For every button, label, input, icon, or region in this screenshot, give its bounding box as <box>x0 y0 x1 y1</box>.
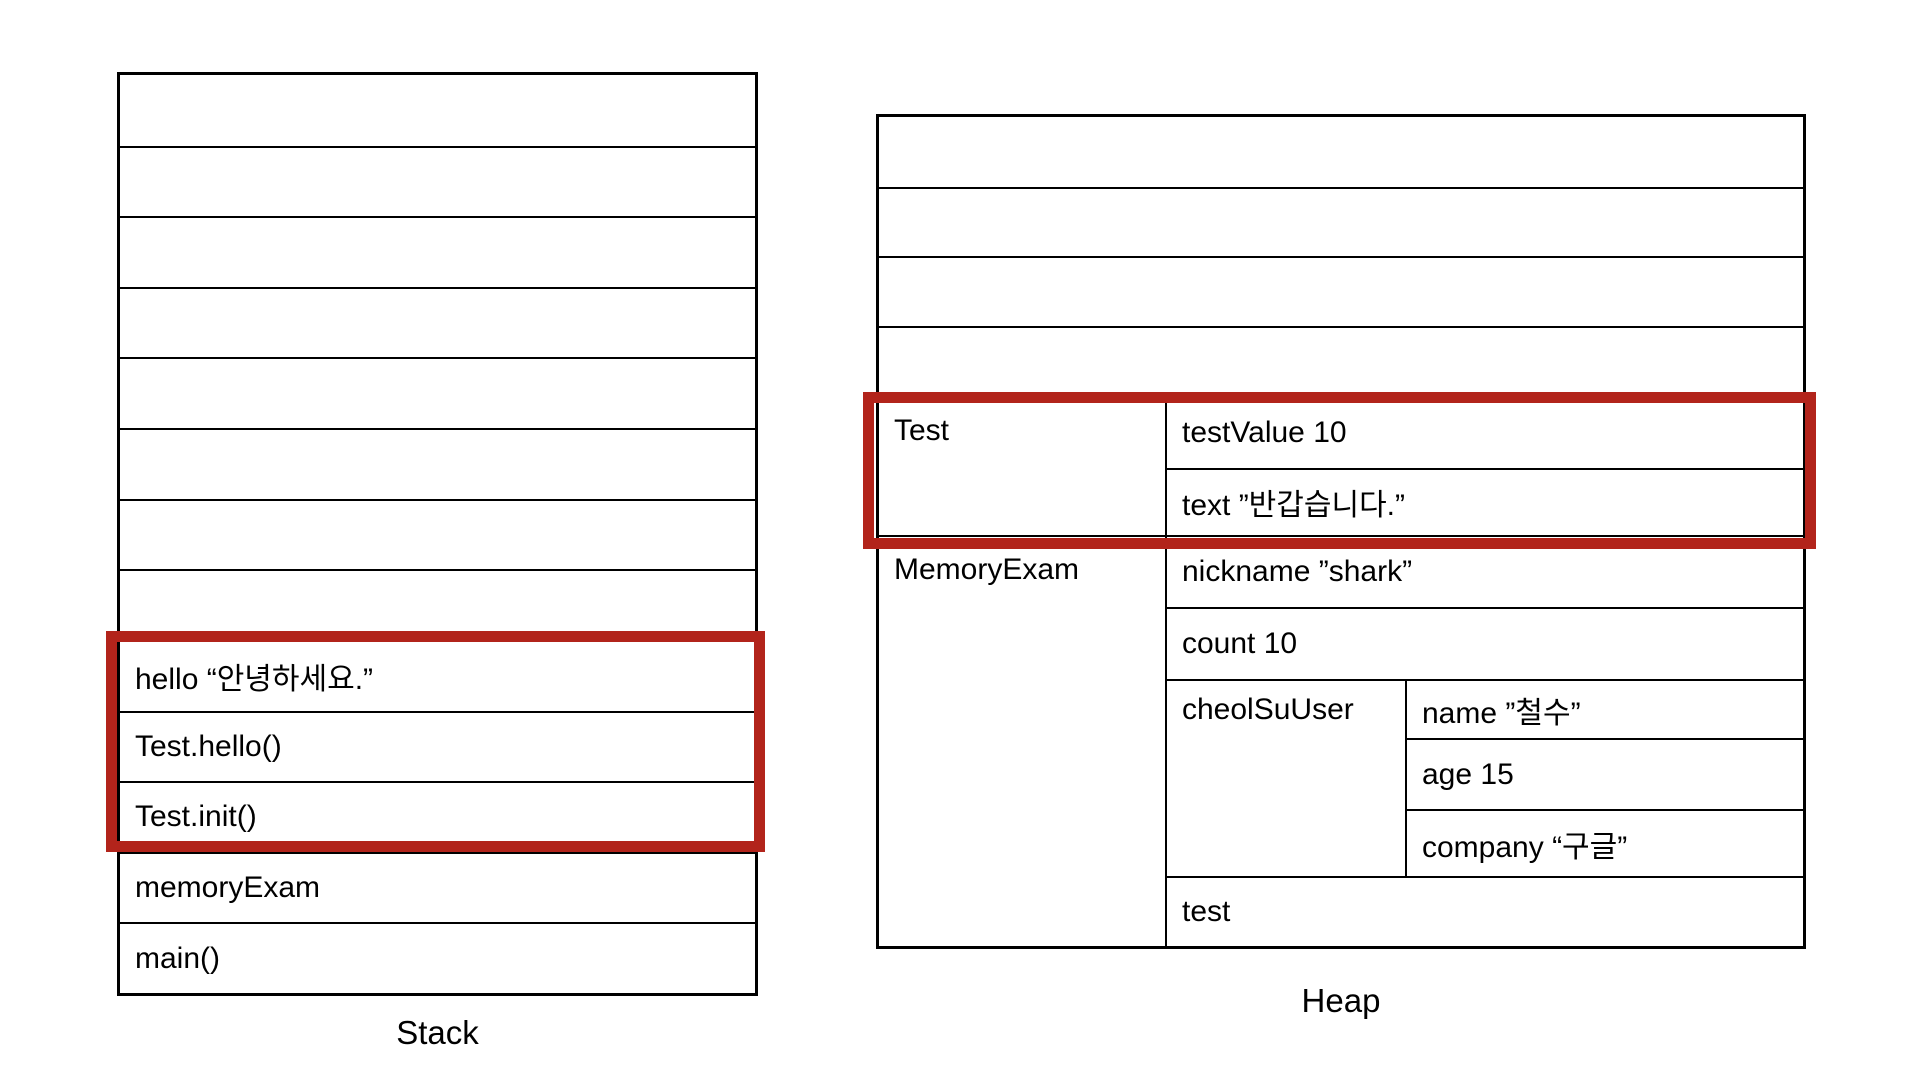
stack-caption: Stack <box>396 1014 479 1051</box>
stack-frame-test-hello: Test.hello() <box>120 710 755 782</box>
heap-field-text: text ”반갑습니다.” <box>1167 467 1803 535</box>
heap-nested-object-cheolsuuser: cheolSuUser name ”철수” age 15 company “구글… <box>1167 679 1803 876</box>
stack-empty-row <box>120 428 755 499</box>
heap-field-count: count 10 <box>1167 607 1803 679</box>
stack-frame-main: main() <box>120 922 755 993</box>
heap-table: Test testValue 10 text ”반갑습니다.” MemoryEx… <box>876 114 1806 949</box>
heap-field-name: name ”철수” <box>1422 696 1581 730</box>
stack-empty-row <box>120 286 755 358</box>
heap-object-memoryexam-name: MemoryExam <box>879 537 1167 946</box>
heap-object-memoryexam-fields: nickname ”shark” count 10 cheolSuUser na… <box>1167 537 1803 946</box>
stack-frame-test-init: Test.init() <box>120 781 755 852</box>
heap-field-age: age 15 <box>1407 738 1803 809</box>
heap-field-company: company “구글” <box>1407 809 1803 876</box>
stack-empty-row <box>120 357 755 428</box>
stack-empty-row <box>120 75 755 146</box>
stack-empty-row <box>120 569 755 640</box>
heap-field-testvalue: testValue 10 <box>1182 415 1347 449</box>
heap-object-test-fields: testValue 10 text ”반갑습니다.” <box>1167 398 1803 535</box>
stack-empty-row <box>120 498 755 570</box>
heap-object-test: Test testValue 10 text ”반갑습니다.” <box>879 395 1803 535</box>
heap-object-memoryexam: MemoryExam nickname ”shark” count 10 che… <box>879 535 1803 946</box>
heap-empty-row <box>879 117 1803 187</box>
heap-field-nickname: nickname ”shark” <box>1182 555 1413 588</box>
heap-empty-row <box>879 256 1803 326</box>
stack-frame-memoryexam: memoryExam <box>120 851 755 923</box>
stack-empty-row <box>120 145 755 217</box>
stack-table: hello “안녕하세요.” Test.hello() Test.init() … <box>117 72 758 996</box>
heap-empty-row <box>879 186 1803 257</box>
stack-frame-hello: hello “안녕하세요.” <box>120 639 755 711</box>
heap-empty-row <box>879 326 1803 396</box>
heap-object-test-name: Test <box>879 397 1167 535</box>
heap-field-test: test <box>1167 876 1803 946</box>
heap-caption: Heap <box>1301 982 1381 1019</box>
stack-empty-row <box>120 216 755 287</box>
heap-nested-object-name: cheolSuUser <box>1167 681 1407 876</box>
heap-nested-object-fields: name ”철수” age 15 company “구글” <box>1407 681 1803 876</box>
